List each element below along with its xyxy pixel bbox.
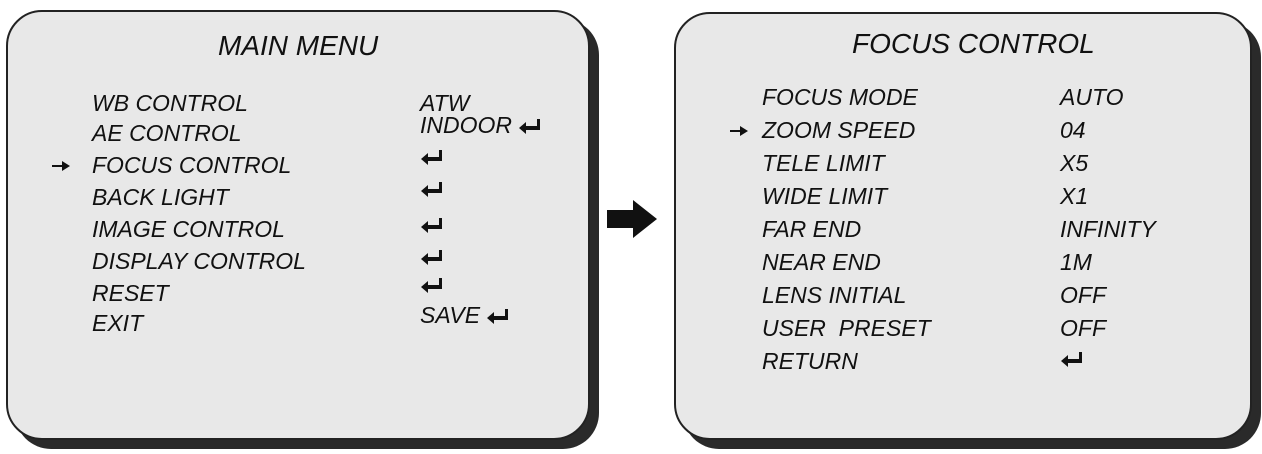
menu-item-exit[interactable]: EXIT SAVE [8,302,588,342]
enter-return-icon [421,150,442,165]
menu-item-label: AE CONTROL [92,120,242,146]
menu-item-label: USER PRESET [762,315,931,341]
menu-item-value: SAVE [420,302,510,329]
menu-item-value: INFINITY [1060,216,1156,242]
menu-item-value: AUTO [1060,84,1124,110]
menu-item-image-control[interactable]: IMAGE CONTROL [8,216,588,248]
menu-item-label: WB CONTROL [92,90,248,116]
menu-item-value: OFF [1060,282,1106,308]
menu-item-value [420,180,444,198]
menu-item-label: RESET [92,280,169,306]
menu-item-wb-control[interactable]: WB CONTROL ATW [8,90,588,122]
enter-return-icon [519,118,540,134]
focus-control-title: FOCUS CONTROL [852,28,1095,59]
menu-item-return[interactable]: RETURN [676,348,1250,380]
menu-item-label: WIDE LIMIT [762,183,888,209]
menu-item-display-control[interactable]: DISPLAY CONTROL [8,248,588,280]
focus-control-panel: FOCUS CONTROL FOCUS MODE AUTO ZOOM SPEED… [674,12,1252,440]
menu-item-back-light[interactable]: BACK LIGHT [8,182,588,216]
menu-item-focus-control[interactable]: FOCUS CONTROL [8,150,588,184]
menu-item-label: NEAR END [762,249,881,275]
main-menu-panel: MAIN MENU WB CONTROL ATW AE CONTROL INDO… [6,10,590,440]
enter-return-icon [421,182,442,197]
menu-item-value: ATW [420,90,470,116]
menu-item-value [420,248,444,266]
menu-item-value: 1M [1060,249,1092,275]
menu-item-user-preset[interactable]: USER PRESET OFF [676,315,1250,347]
menu-item-label: FAR END [762,216,862,242]
transition-arrow-icon [607,200,657,238]
menu-item-label: EXIT [92,310,144,336]
menu-item-label: TELE LIMIT [762,150,885,176]
enter-return-icon [487,308,509,324]
main-menu-title: MAIN MENU [218,30,379,61]
menu-item-label: BACK LIGHT [92,184,229,210]
menu-item-label: FOCUS CONTROL [92,152,292,178]
menu-item-zoom-speed[interactable]: ZOOM SPEED 04 [676,117,1250,149]
menu-item-near-end[interactable]: NEAR END 1M [676,249,1250,281]
menu-item-label: DISPLAY CONTROL [92,248,306,274]
menu-item-value [1060,350,1084,368]
menu-item-value: X5 [1060,150,1089,176]
menu-item-value: INDOOR [420,112,542,139]
enter-return-icon [421,250,442,265]
menu-item-tele-limit[interactable]: TELE LIMIT X5 [676,150,1250,182]
right-arrow-pointer-icon [52,161,70,171]
menu-item-focus-mode[interactable]: FOCUS MODE AUTO [676,84,1250,116]
menu-item-wide-limit[interactable]: WIDE LIMIT X1 [676,183,1250,215]
menu-item-value: 04 [1060,117,1086,143]
menu-item-value [420,148,444,166]
menu-item-value [420,276,444,294]
menu-item-label: ZOOM SPEED [762,117,916,143]
menu-item-label: IMAGE CONTROL [92,216,285,242]
menu-item-reset[interactable]: RESET [8,278,588,312]
menu-item-value: X1 [1060,183,1089,209]
menu-item-far-end[interactable]: FAR END INFINITY [676,216,1250,248]
menu-item-label: RETURN [762,348,858,374]
menu-item-label: LENS INITIAL [762,282,907,308]
enter-return-icon [1061,352,1082,367]
menu-item-lens-initial[interactable]: LENS INITIAL OFF [676,282,1250,314]
enter-return-icon [421,218,442,233]
enter-return-icon [421,278,442,293]
menu-item-value: OFF [1060,315,1106,341]
menu-item-ae-control[interactable]: AE CONTROL INDOOR [8,112,588,152]
right-arrow-pointer-icon [730,126,748,136]
menu-item-value [420,216,444,234]
menu-item-label: FOCUS MODE [762,84,918,110]
